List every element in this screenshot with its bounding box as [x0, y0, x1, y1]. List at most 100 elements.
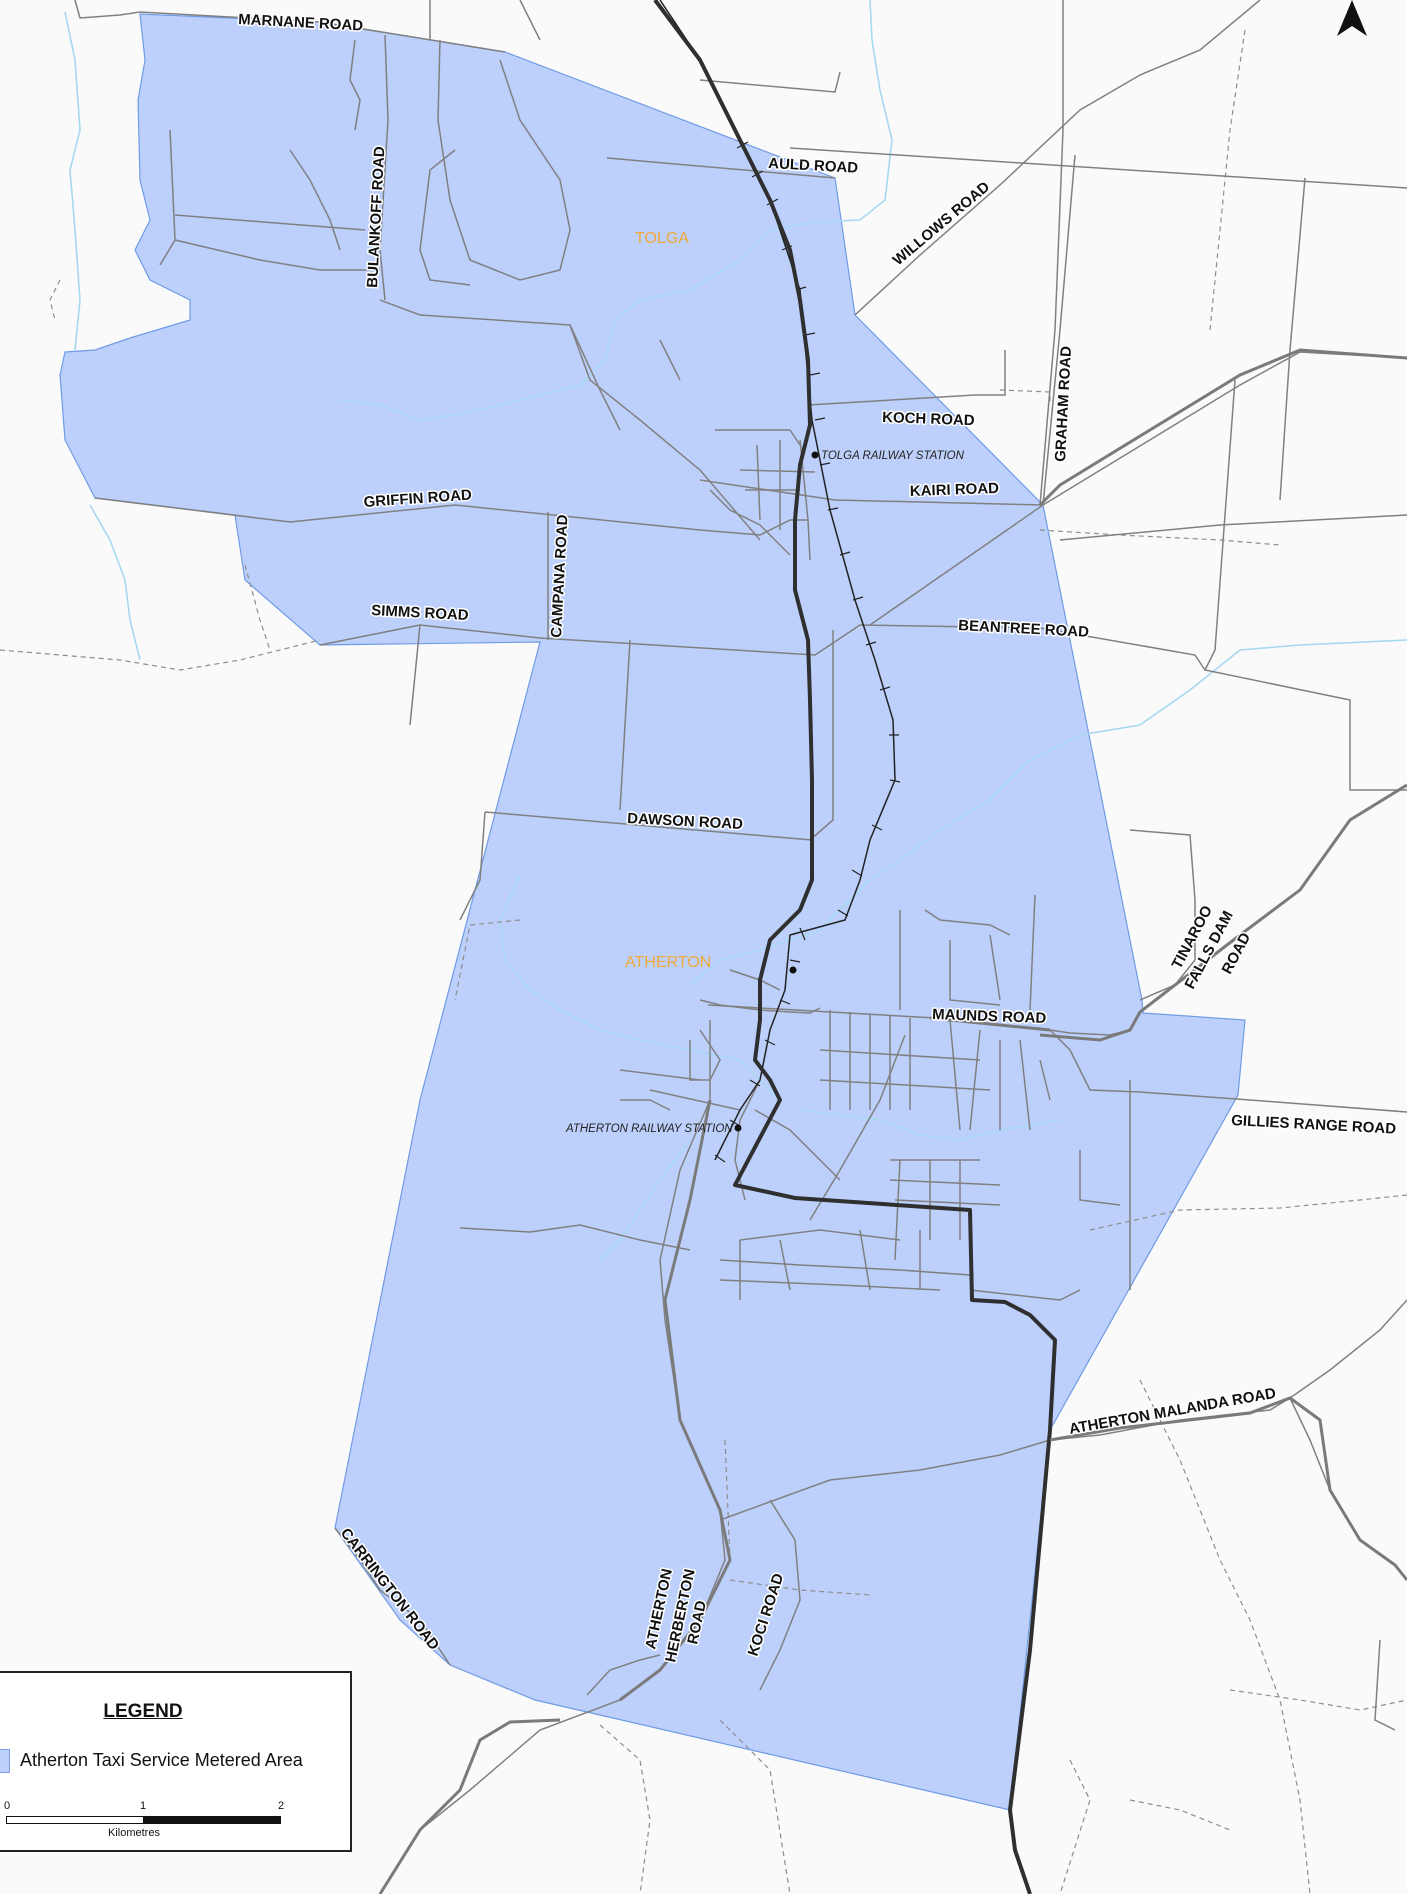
- road-highway-side: [809, 630, 834, 841]
- creek: [499, 874, 781, 1101]
- road-south-2: [586, 1654, 661, 1696]
- road-atherton-diag-2: [754, 1109, 841, 1181]
- highway-gillies: [1039, 783, 1407, 1042]
- road-tinaroo: [1129, 829, 1196, 1001]
- highway: [653, 0, 1057, 1894]
- road-marnane: [74, 0, 506, 53]
- road-west-1: [174, 214, 366, 231]
- road-tolga-8: [799, 439, 811, 561]
- track: [1089, 1194, 1407, 1231]
- road-east-5: [1279, 177, 1306, 501]
- road-atherton-block-3: [894, 1199, 1001, 1206]
- waterways: [64, 0, 1407, 1261]
- road-atherton-north-3: [1029, 894, 1036, 1011]
- scale-tick-0: 0: [4, 1800, 11, 1812]
- track: [599, 1724, 651, 1894]
- highway-tinaroo: [1038, 348, 1407, 507]
- legend-title: LEGEND: [103, 1701, 183, 1722]
- station-label-atherton: ATHERTON RAILWAY STATION: [565, 1123, 733, 1135]
- track: [724, 1439, 731, 1561]
- road-tolga-3: [715, 429, 801, 446]
- road-west-3: [379, 299, 761, 541]
- road-atherton-diag: [809, 1034, 906, 1221]
- highway-maunds-east: [929, 1016, 1051, 1032]
- road-atherton-east-3: [1079, 1150, 1121, 1206]
- road-atherton-grid-j: [969, 1029, 981, 1131]
- road-ah: [379, 1020, 726, 1894]
- road-simms: [319, 624, 1206, 671]
- tracks: [0, 29, 1407, 1894]
- road-atherton-grid-m: [1039, 1059, 1051, 1101]
- track: [454, 919, 521, 1001]
- metered-area: [59, 13, 1246, 1811]
- scale-bar-segment: [143, 1816, 281, 1824]
- road-tolga-2: [659, 339, 681, 381]
- road-dawson-2: [484, 811, 813, 841]
- road-atherton-west-2: [649, 1089, 741, 1111]
- road-north-3: [699, 71, 841, 93]
- track: [1039, 529, 1281, 546]
- road-atherton-grid-a: [699, 999, 821, 1014]
- road-tolga-4: [756, 444, 761, 521]
- track: [1139, 1379, 1311, 1894]
- road-atherton-malanda: [1049, 1299, 1407, 1441]
- creek: [599, 1139, 691, 1261]
- road-loop-1: [437, 39, 571, 281]
- road-atherton-block-2: [889, 1179, 1001, 1186]
- highway-ah: [619, 1099, 732, 1702]
- road-simms-south: [409, 624, 421, 726]
- road-atherton-north-2: [924, 909, 1011, 936]
- road-east-3: [1059, 514, 1407, 541]
- road-east-4: [1203, 379, 1407, 791]
- track: [49, 279, 61, 321]
- road-label-koch: KOCH ROAD: [882, 409, 975, 429]
- road-atherton-west-1: [689, 1029, 721, 1081]
- road-atherton-se: [734, 1079, 761, 1201]
- creek: [339, 0, 893, 421]
- road-griffin: [94, 497, 808, 536]
- road-bulankoff: [379, 34, 389, 301]
- scale-tick-2: 2: [278, 1800, 285, 1812]
- road-dawson-3: [459, 811, 486, 921]
- track: [0, 639, 321, 671]
- station-dot-icon: [789, 966, 797, 974]
- north-arrow-icon: [1337, 0, 1367, 36]
- highway-atherton-malanda: [1049, 1396, 1407, 1581]
- track: [719, 1719, 791, 1894]
- track: [1059, 1759, 1091, 1894]
- scale-bar-segment: [6, 1816, 144, 1824]
- road-atherton-grid-h: [819, 1079, 991, 1091]
- road-atherton-south-2: [719, 1259, 971, 1276]
- road-label-kairi: KAIRI ROAD: [910, 480, 1000, 500]
- road-label-maunds: MAUNDS ROAD: [932, 1006, 1047, 1027]
- road-tolga-9: [709, 489, 791, 556]
- legend-item-label: Atherton Taxi Service Metered Area: [20, 1750, 303, 1770]
- road-west-5: [289, 149, 341, 251]
- scale-unit-label: Kilometres: [108, 1827, 160, 1839]
- road-west-6: [349, 39, 361, 131]
- road-atherton-south-1: [739, 1229, 901, 1241]
- creek: [64, 11, 81, 351]
- road-kairi: [699, 479, 1044, 506]
- station-label-tolga: TOLGA RAILWAY STATION: [821, 450, 965, 462]
- road-koci: [759, 1499, 801, 1691]
- creek: [689, 639, 1407, 986]
- road-west-2: [174, 239, 380, 271]
- road-carrington: [334, 1527, 451, 1666]
- road-west-atherton-2: [619, 1069, 701, 1081]
- road-atherton-block-4: [894, 1159, 901, 1261]
- road-north-2: [519, 0, 541, 41]
- road-atherton-east-1: [969, 1289, 1081, 1301]
- road-graham-north: [1042, 154, 1076, 506]
- road-willows: [854, 0, 1261, 316]
- creek: [89, 504, 141, 661]
- highway-kennedy: [653, 0, 1057, 1894]
- legend-box: LEGEND Atherton Taxi Service Metered Are…: [0, 1671, 352, 1852]
- road-koch: [807, 350, 1006, 406]
- road-west-atherton: [459, 1224, 691, 1251]
- station-dot-icon: [811, 451, 819, 459]
- road-auld: [606, 157, 836, 179]
- road-atherton-west-4: [620, 1099, 671, 1111]
- track: [729, 1579, 871, 1596]
